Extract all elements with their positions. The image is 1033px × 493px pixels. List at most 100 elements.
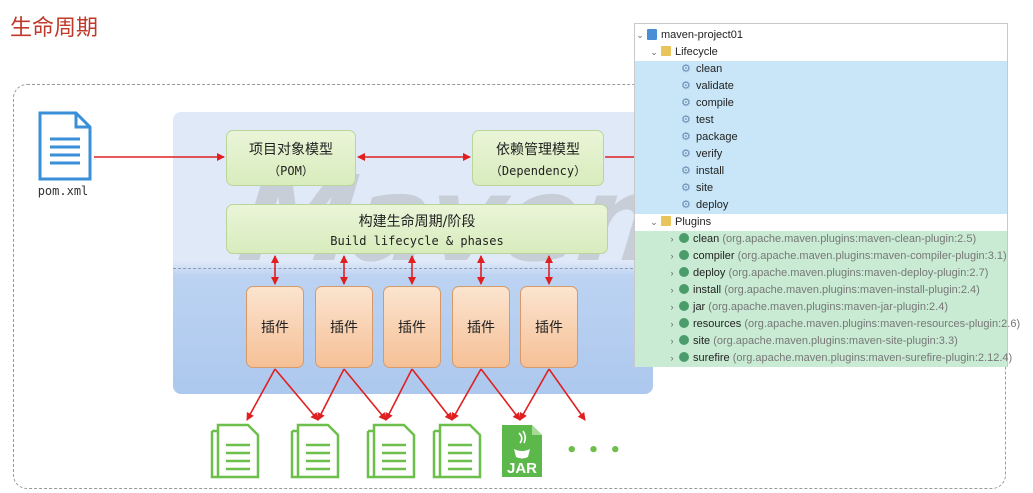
plugin-icon (679, 233, 689, 243)
chevron-right-icon[interactable]: › (670, 302, 674, 312)
pom-model-subtitle: （POM） (268, 164, 314, 178)
maven-project-tree: ⌄maven-project01 ⌄Lifecycle ⚙clean ⚙vali… (634, 23, 1020, 367)
plugin-name: deploy (693, 267, 726, 279)
lifecycle-phase-package[interactable]: ⚙package (635, 129, 1007, 146)
plugin-output-arrow (385, 368, 413, 421)
plugin-output-arrow (317, 368, 345, 421)
plugin-row-site[interactable]: › site (org.apache.maven.plugins:maven-si… (635, 333, 1007, 350)
plugin-row-deploy[interactable]: › deploy (org.apache.maven.plugins:maven-… (635, 265, 1007, 282)
jar-label: JAR (506, 460, 537, 477)
chevron-right-icon[interactable]: › (670, 268, 674, 278)
plugin-output-arrow (519, 368, 550, 421)
plugin-icon (679, 267, 689, 277)
gear-icon: ⚙ (681, 97, 691, 109)
phase-label: test (696, 114, 714, 126)
plugin-row-resources[interactable]: › resources (org.apache.maven.plugins:mav… (635, 316, 1020, 333)
lifecycle-phase-site[interactable]: ⚙site (635, 180, 1007, 197)
plugin-row-jar[interactable]: › jar (org.apache.maven.plugins:maven-jar… (635, 299, 1007, 316)
plugin-output-arrow (548, 368, 586, 421)
chevron-right-icon[interactable]: › (670, 319, 674, 329)
build-lifecycle-box: 构建生命周期/阶段 Build lifecycle & phases (226, 204, 608, 254)
gear-icon: ⚙ (681, 80, 691, 92)
plugin-output-arrow (411, 368, 453, 421)
chevron-right-icon[interactable]: › (670, 336, 674, 346)
lifecycle-phase-test[interactable]: ⚙ test (635, 112, 1007, 129)
chevron-right-icon[interactable]: › (670, 234, 674, 244)
plugin-output-arrow (274, 368, 319, 421)
plugin-box: 插件 (383, 286, 441, 368)
lifecycle-phase-validate[interactable]: ⚙ validate (635, 78, 1007, 95)
build-lifecycle-subtitle: Build lifecycle & phases (330, 234, 504, 248)
plugin-coordinates: (org.apache.maven.plugins:maven-clean-pl… (722, 233, 977, 245)
phase-label: install (696, 165, 725, 177)
plugin-icon (679, 335, 689, 345)
jar-file-icon: JAR (500, 423, 544, 479)
tree-lifecycle-row[interactable]: ⌄Lifecycle (635, 44, 1021, 61)
plugin-name: clean (693, 233, 720, 245)
dependency-model-title: 依赖管理模型 (496, 142, 580, 158)
plugin-coordinates: (org.apache.maven.plugins:maven-jar-plug… (708, 301, 948, 313)
build-lifecycle-title: 构建生命周期/阶段 (358, 214, 476, 230)
dependency-model-subtitle: （Dependency） (489, 164, 587, 178)
lifecycle-phase-clean[interactable]: ⚙ clean (635, 61, 1007, 78)
pom-file-icon (38, 111, 92, 181)
plugin-row-install[interactable]: › install (org.apache.maven.plugins:maven… (635, 282, 1007, 299)
lifecycle-phase-install[interactable]: ⚙ install (635, 163, 1007, 180)
plugin-row-clean[interactable]: › clean (org.apache.maven.plugins:maven-c… (635, 231, 1007, 248)
project-name: maven-project01 (661, 29, 743, 41)
plugin-name: site (693, 335, 711, 347)
output-document-icon (366, 423, 416, 479)
tree-plugins-row[interactable]: ⌄ Plugins (635, 214, 1007, 231)
pom-file-label: pom.xml (37, 184, 89, 198)
gear-icon: ⚙ (681, 114, 691, 126)
plugin-output-arrow (246, 368, 276, 421)
lifecycle-phase-compile[interactable]: ⚙ compile (635, 95, 1007, 112)
plugin-name: resources (693, 318, 742, 330)
plugin-coordinates: (org.apache.maven.plugins:maven-site-plu… (713, 335, 958, 347)
phase-label: compile (696, 97, 734, 109)
folder-icon (661, 216, 671, 226)
pom-model-box: 项目对象模型 （POM） (226, 130, 356, 186)
plugin-box: 插件 (315, 286, 373, 368)
phase-label: verify (696, 148, 723, 160)
gear-icon: ⚙ (681, 131, 691, 143)
phase-label: deploy (696, 199, 729, 211)
plugin-row-surefire[interactable]: ›surefire (org.apache.maven.plugins:mave… (635, 350, 1012, 367)
page-title: 生命周期 (10, 16, 99, 41)
tree-project-row[interactable]: ⌄ maven-project01 (635, 27, 1007, 44)
output-document-icon (432, 423, 482, 479)
folder-icon (661, 46, 671, 56)
plugin-row-compiler[interactable]: ›compiler (org.apache.maven.plugins:mave… (635, 248, 1007, 265)
plugins-label: Plugins (675, 216, 712, 228)
plugin-name: jar (693, 301, 706, 313)
gear-icon: ⚙ (681, 182, 691, 194)
lifecycle-phase-verify[interactable]: ⚙ verify (635, 146, 1007, 163)
gear-icon: ⚙ (681, 148, 691, 160)
plugin-coordinates: (org.apache.maven.plugins:maven-install-… (724, 284, 980, 296)
more-outputs-ellipsis: • • • (566, 440, 624, 461)
chevron-down-icon[interactable]: ⌄ (650, 217, 658, 227)
plugin-box: 插件 (246, 286, 304, 368)
gear-icon: ⚙ (681, 165, 691, 177)
chevron-right-icon[interactable]: › (670, 353, 674, 363)
lifecycle-phase-deploy[interactable]: ⚙ deploy (635, 197, 1007, 214)
plugin-coordinates: (org.apache.maven.plugins:maven-deploy-p… (728, 267, 989, 279)
plugin-name: install (693, 284, 722, 296)
plugin-output-arrow (451, 368, 482, 421)
gear-icon: ⚙ (681, 63, 691, 75)
chevron-right-icon[interactable]: › (670, 251, 674, 261)
plugin-coordinates: (org.apache.maven.plugins:maven-resource… (744, 318, 1021, 330)
plugin-icon (679, 352, 689, 362)
phase-label: clean (696, 63, 723, 75)
plugin-icon (679, 318, 689, 328)
phase-label: validate (696, 80, 734, 92)
plugin-coordinates: (org.apache.maven.plugins:maven-compiler… (737, 250, 1007, 262)
chevron-down-icon[interactable]: ⌄ (636, 30, 644, 40)
gear-icon: ⚙ (681, 199, 691, 211)
chevron-right-icon[interactable]: › (670, 285, 674, 295)
plugin-output-arrow (343, 368, 387, 421)
plugin-output-arrow (480, 368, 521, 421)
chevron-down-icon[interactable]: ⌄ (650, 47, 658, 57)
output-document-icon (290, 423, 340, 479)
